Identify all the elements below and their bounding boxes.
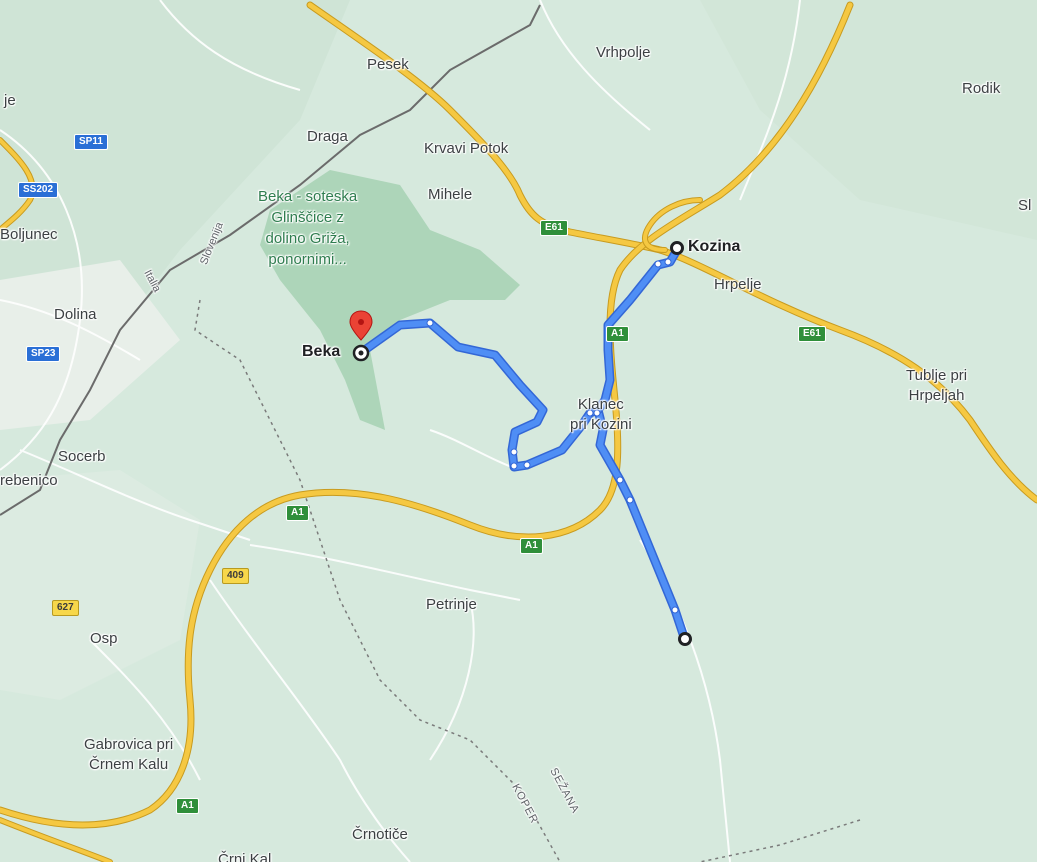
park-area — [260, 170, 520, 430]
place-label-beka: Beka — [302, 343, 341, 360]
railway — [0, 4, 541, 516]
place-label: Osp — [90, 630, 118, 647]
place-label: Klanec pri Kozini — [570, 396, 632, 433]
destination-pin-icon — [349, 310, 373, 341]
place-label: Mihele — [428, 186, 473, 203]
place-label: Tublje pri Hrpeljah — [906, 367, 968, 404]
road-shield: E61 — [798, 326, 826, 342]
country-border — [194, 299, 561, 862]
road-shield: A1 — [286, 505, 309, 521]
road-shield: 627 — [52, 600, 79, 616]
place-label: Dolina — [54, 306, 97, 323]
place-label: Vrhpolje — [596, 44, 651, 61]
road-shield: SP23 — [26, 346, 61, 362]
place-label: Črnotiče — [352, 826, 408, 843]
place-label: Sl — [1018, 197, 1032, 214]
place-label: Gabrovica pri Črnem Kalu — [84, 736, 174, 773]
place-label-kozina: Kozina — [688, 238, 741, 255]
road-shield: SP11 — [74, 134, 108, 150]
place-label: je — [4, 92, 16, 109]
place-label: Črni Kal — [218, 851, 272, 862]
road-shield: SS202 — [18, 182, 59, 198]
road-shield: A1 — [520, 538, 543, 554]
park-label[interactable]: Beka - soteska Glinščice z dolino Griža,… — [258, 188, 358, 268]
road-shield: 409 — [222, 568, 249, 584]
road-shield: E61 — [540, 220, 568, 236]
place-label: Petrinje — [426, 596, 477, 613]
road-shield: A1 — [176, 798, 199, 814]
place-label: Krvavi Potok — [424, 140, 509, 157]
place-label: rebenico — [0, 472, 58, 489]
place-label: Draga — [307, 128, 348, 145]
place-label: Rodik — [962, 80, 1001, 97]
place-label: Hrpelje — [714, 276, 762, 293]
beka-marker — [352, 344, 370, 362]
place-label: Pesek — [367, 56, 409, 73]
place-label: Boljunec — [0, 226, 58, 243]
place-label: Socerb — [58, 448, 106, 465]
origin-marker — [670, 241, 692, 646]
road-shield: A1 — [606, 326, 629, 342]
